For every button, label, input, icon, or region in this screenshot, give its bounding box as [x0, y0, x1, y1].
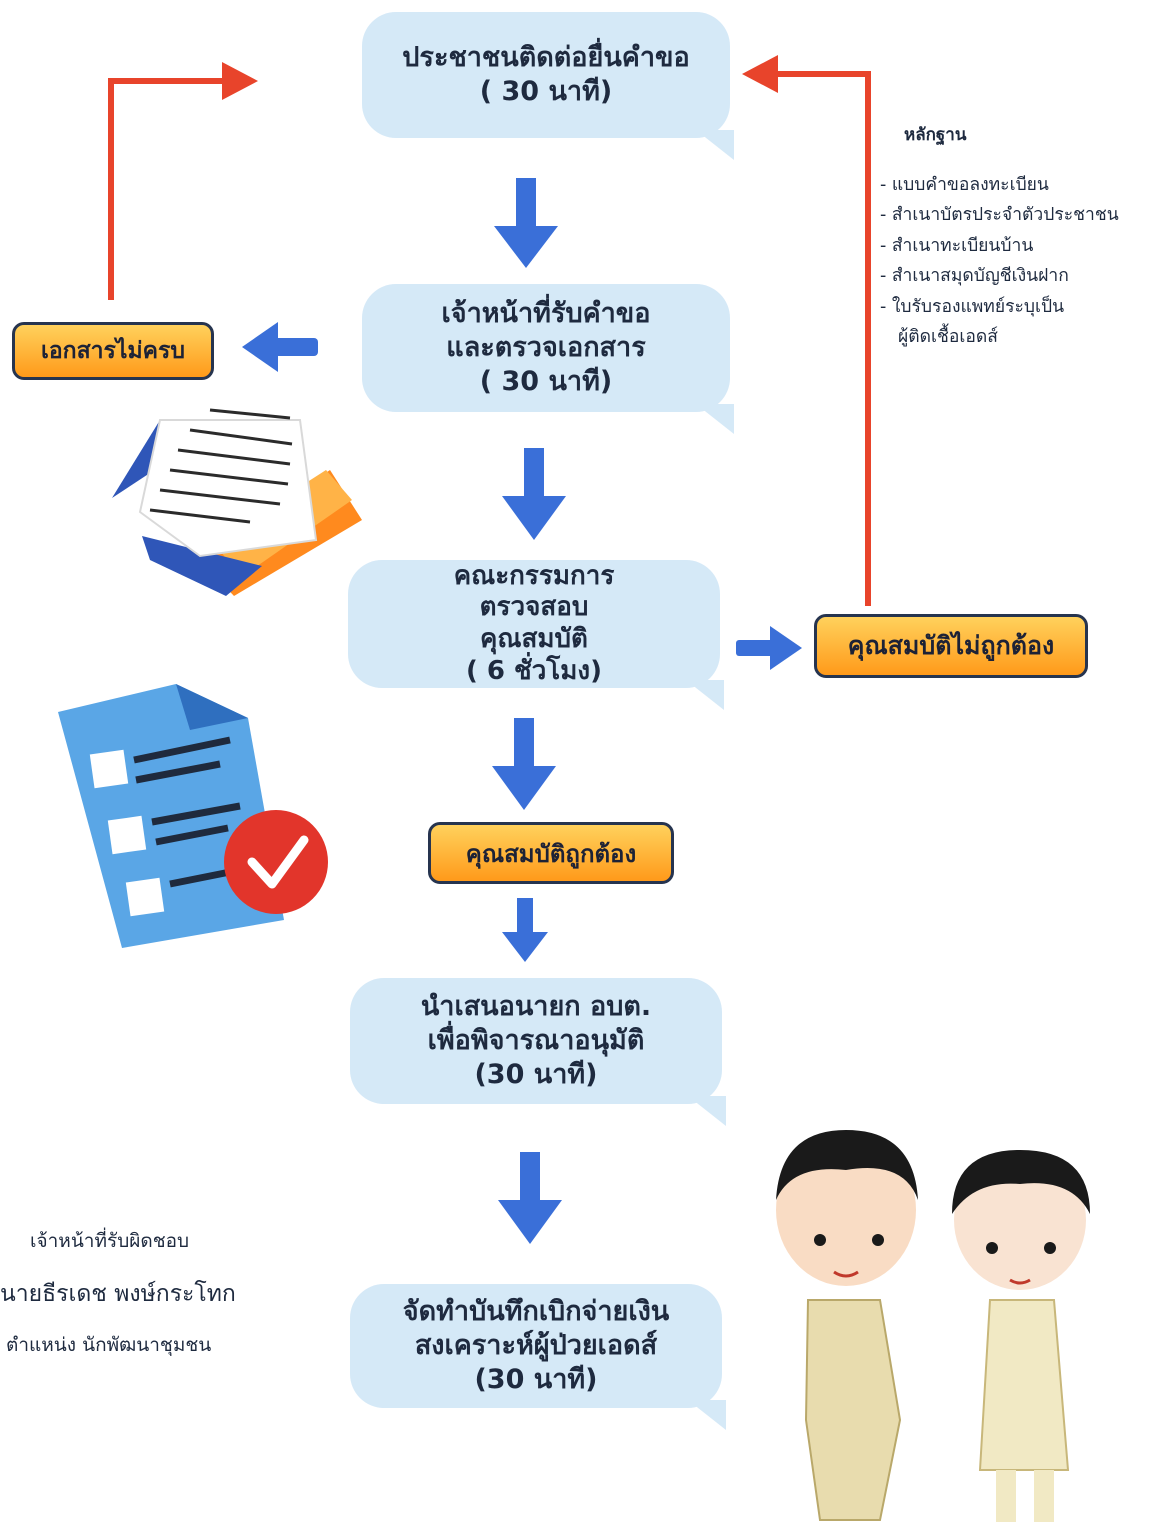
evidence-item: - ใบรับรองแพทย์ระบุเป็น — [880, 296, 1065, 317]
right-arrow-icon — [736, 626, 802, 670]
down-arrow-icon — [492, 718, 556, 810]
step-submit-duration: ( 30 นาที) — [479, 76, 613, 107]
not-qualified-badge: คุณสมบัติไม่ถูกต้อง — [814, 614, 1088, 678]
step-officer-check: เจ้าหน้าที่รับคำขอ และตรวจเอกสาร ( 30 นา… — [362, 284, 734, 434]
staff-position: ตำแหน่ง นักพัฒนาชุมชน — [6, 1334, 212, 1356]
step-disbursement-duration: (30 นาที) — [474, 1363, 598, 1395]
step-committee-line3: คุณสมบัติ — [480, 624, 588, 654]
arrow-head-right-icon — [222, 62, 258, 100]
evidence-item: - สำเนาบัตรประจำตัวประชาชน — [880, 205, 1119, 225]
staff-name: นายธีรเดช พงษ์กระโทก — [0, 1281, 236, 1307]
evidence-item: - สำเนาสมุดบัญชีเงินฝาก — [880, 266, 1069, 286]
down-arrow-icon — [498, 1152, 562, 1244]
qualified-badge: คุณสมบัติถูกต้อง — [428, 822, 674, 884]
step-committee-line1: คณะกรรมการ — [453, 560, 615, 591]
incomplete-documents-badge: เอกสารไม่ครบ — [12, 322, 214, 380]
return-loop-left — [108, 78, 230, 300]
step-mayor-approval: นำเสนอนายก อบต. เพื่อพิจารณาอนุมัติ (30 … — [350, 978, 726, 1126]
documents-illustration — [112, 408, 362, 596]
step-officer-line1: เจ้าหน้าที่รับคำขอ — [441, 298, 651, 330]
staff-role-label: เจ้าหน้าที่รับผิดชอบ — [30, 1230, 190, 1252]
step-officer-duration: ( 30 นาที) — [479, 365, 613, 397]
left-arrow-icon — [242, 322, 318, 372]
step-committee-duration: ( 6 ชั่วโมง) — [465, 655, 602, 686]
approval-seal-icon — [224, 810, 328, 914]
evidence-item: - สำเนาทะเบียนบ้าน — [880, 235, 1034, 256]
step-mayor-line1: นำเสนอนายก อบต. — [420, 991, 652, 1023]
checklist-illustration — [58, 684, 328, 948]
officer-female-illustration — [952, 1150, 1090, 1522]
step-submit-line1: ประชาชนติดต่อยื่นคำขอ — [402, 42, 690, 74]
step-disbursement: จัดทำบันทึกเบิกจ่ายเงิน สงเคราะห์ผู้ป่วย… — [350, 1284, 726, 1430]
down-arrow-icon — [502, 898, 548, 962]
evidence-item: - แบบคำขอลงทะเบียน — [880, 174, 1049, 195]
evidence-title: หลักฐาน — [904, 125, 967, 145]
step-committee-line2: ตรวจสอบ — [479, 592, 589, 623]
evidence-list: หลักฐาน - แบบคำขอลงทะเบียน - สำเนาบัตรปร… — [880, 120, 1119, 353]
evidence-item: ผู้ติดเชื้อเอดส์ — [898, 327, 998, 347]
step-officer-line2: และตรวจเอกสาร — [446, 332, 646, 364]
down-arrow-icon — [494, 178, 558, 268]
responsible-staff: เจ้าหน้าที่รับผิดชอบ นายธีรเดช พงษ์กระโท… — [0, 1226, 236, 1360]
officer-male-illustration — [776, 1130, 918, 1521]
down-arrow-icon — [502, 448, 566, 540]
step-disbursement-line1: จัดทำบันทึกเบิกจ่ายเงิน — [402, 1296, 670, 1328]
arrow-head-left-icon — [742, 55, 778, 93]
step-mayor-line2: เพื่อพิจารณาอนุมัติ — [427, 1025, 645, 1057]
return-loop-right — [770, 71, 871, 606]
step-submit-request: ประชาชนติดต่อยื่นคำขอ ( 30 นาที) — [362, 12, 734, 160]
step-committee-review: คณะกรรมการ ตรวจสอบ คุณสมบัติ ( 6 ชั่วโมง… — [348, 560, 724, 710]
step-disbursement-line2: สงเคราะห์ผู้ป่วยเอดส์ — [414, 1330, 658, 1362]
step-mayor-duration: (30 นาที) — [474, 1058, 598, 1090]
